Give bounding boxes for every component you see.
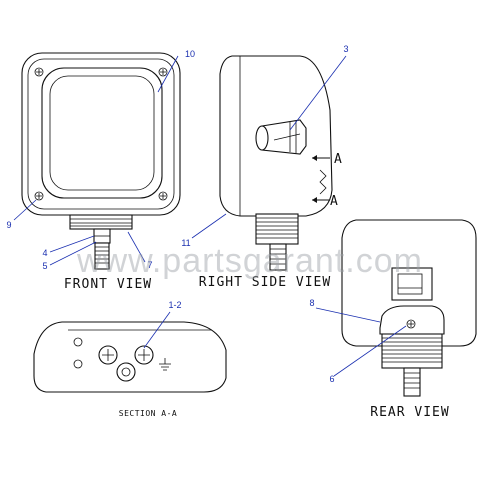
screw-icon [158, 191, 168, 201]
ground-icon [159, 358, 171, 371]
callout-3: 3 [343, 44, 348, 54]
callout-line [49, 241, 97, 266]
port-icon [73, 337, 83, 347]
callout-1-2: 1-2 [168, 300, 181, 310]
port-icon [73, 359, 83, 369]
callout-9: 9 [6, 220, 11, 230]
section-mark-lower: A [330, 194, 339, 209]
side-mount-stud [255, 213, 299, 271]
callout-7: 7 [147, 260, 152, 270]
section-a-a: 1-2 SECTION A-A [33, 300, 227, 418]
front-view-label: FRONT VIEW [64, 277, 152, 292]
callout-line [289, 55, 347, 131]
front-view: FRONT VIEW 10 9 4 5 7 [6, 49, 195, 292]
section-cut-line [319, 169, 327, 195]
right-side-view-label: RIGHT SIDE VIEW [199, 275, 331, 290]
front-mount-stud [69, 214, 133, 270]
rear-view: REAR VIEW 8 6 [309, 219, 477, 420]
callout-line [157, 55, 179, 93]
section-mark-upper: A [334, 152, 343, 167]
front-housing-inner [27, 58, 175, 210]
callout-4: 4 [42, 248, 47, 258]
right-side-view: A A RIGHT SIDE VIEW 3 11 [181, 44, 348, 290]
callout-6: 6 [329, 374, 334, 384]
callout-line [49, 235, 95, 253]
callout-11: 11 [181, 238, 190, 248]
rear-view-label: REAR VIEW [370, 405, 449, 420]
section-label: SECTION A-A [119, 409, 177, 418]
screw-icon [158, 67, 168, 77]
rear-housing [341, 219, 477, 347]
screw-icon [34, 67, 44, 77]
screw-icon [406, 319, 416, 329]
section-outline [33, 321, 227, 393]
front-lens-outer [41, 67, 163, 199]
side-switch [255, 119, 307, 155]
watermark: www.partsgarant.com [76, 242, 423, 280]
callout-8: 8 [309, 298, 314, 308]
callout-line [333, 325, 407, 377]
side-housing [219, 55, 333, 217]
rear-mount-stud [381, 333, 443, 397]
callout-line [191, 213, 227, 239]
callout-5: 5 [42, 261, 47, 271]
front-screws [34, 67, 168, 201]
callout-line [143, 311, 171, 349]
callout-10: 10 [185, 49, 195, 59]
rear-switch [391, 267, 433, 301]
round-terminal-icon [116, 362, 136, 382]
screw-icon [34, 191, 44, 201]
callout-line [127, 231, 146, 263]
front-lens-inner [49, 75, 155, 191]
section-ports [73, 337, 171, 382]
callout-line [315, 307, 381, 323]
callout-line [13, 199, 37, 221]
